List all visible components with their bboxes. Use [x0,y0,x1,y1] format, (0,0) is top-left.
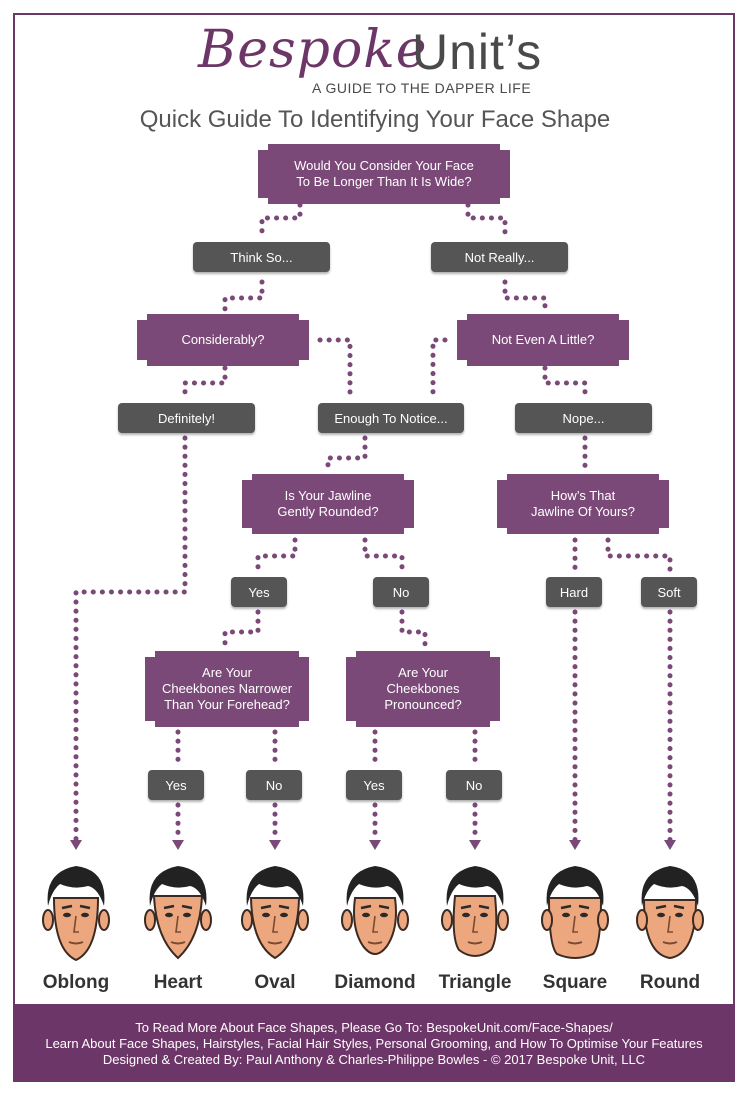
answer-text: Think So... [230,249,293,265]
connector [430,337,448,401]
question-text: Are Your Cheekbones Narrower Than Your F… [161,665,293,712]
answer-text: Hard [559,584,589,600]
arrow-icon [369,840,381,850]
arrow-icon [269,840,281,850]
question-jawline-rounded: Is Your Jawline Gently Rounded? [242,474,414,534]
arrow-icon [664,840,676,850]
arrow-icon [70,840,82,850]
answer-no-pronounced: No [446,770,502,800]
answer-text: No [465,777,483,793]
connector [362,537,405,573]
arrow-icon [469,840,481,850]
answer-text: Nope... [562,410,605,426]
face-oblong-icon [40,858,112,968]
answer-yes-pronounced: Yes [346,770,402,800]
connector [222,279,265,315]
question-not-even-a-little: Not Even A Little? [457,314,629,366]
face-round-icon [634,858,706,968]
answer-text: Definitely! [157,410,216,426]
footer-line-2: Learn About Face Shapes, Hairstyles, Fac… [45,1036,703,1051]
logo-sans: Unit’s [412,24,543,80]
face-oval-icon [239,858,311,968]
answer-text: Yes [248,584,270,600]
face-heart-icon [142,858,214,968]
question-text: How’s That Jawline Of Yours? [530,488,636,519]
answer-text: Not Really... [464,249,535,265]
answer-definitely: Definitely! [118,403,255,433]
face-label-square: Square [542,972,608,993]
logo-script: Bespoke [198,20,428,80]
answer-text: Enough To Notice... [334,410,448,426]
footer-line-1: To Read More About Face Shapes, Please G… [135,1020,613,1035]
answer-text: Soft [657,584,681,600]
face-square-icon [539,858,611,968]
answer-hard: Hard [546,577,602,607]
answer-think-so: Think So... [193,242,330,272]
question-longer-than-wide: Would You Consider Your Face To Be Longe… [258,144,510,204]
connector [222,609,261,648]
connector [73,435,188,843]
question-text: Not Even A Little? [491,332,595,347]
face-label-triangle: Triangle [438,972,512,993]
arrow-icon [569,840,581,850]
connector [255,537,298,573]
tagline: A GUIDE TO THE DAPPER LIFE [312,80,532,96]
answer-text: No [392,584,410,600]
answer-no-jawline: No [373,577,429,607]
face-triangle-icon [439,858,511,968]
face-label-heart: Heart [153,972,203,993]
question-text: Is Your Jawline Gently Rounded? [277,488,379,519]
connector [317,337,353,401]
question-considerably: Considerably? [137,314,309,366]
answer-soft: Soft [641,577,697,607]
answer-not-really: Not Really... [431,242,568,272]
page-title: Quick Guide To Identifying Your Face Sha… [139,106,611,133]
question-cheekbones-narrower: Are Your Cheekbones Narrower Than Your F… [145,651,309,727]
connector [399,609,428,648]
answer-yes-jawline: Yes [231,577,287,607]
connector [182,365,228,401]
question-cheekbones-pronounced: Are Your Cheekbones Pronounced? [346,651,500,727]
footer: To Read More About Face Shapes, Please G… [13,1004,735,1082]
question-text: Considerably? [181,332,265,347]
question-jawline-yours: How’s That Jawline Of Yours? [497,474,669,534]
footer-line-3: Designed & Created By: Paul Anthony & Ch… [102,1052,646,1067]
answer-text: Yes [363,777,385,793]
face-diamond-icon [339,858,411,968]
connector [502,279,548,315]
answer-enough-to-notice: Enough To Notice... [318,403,464,433]
connector [605,537,673,573]
connector [465,202,508,239]
face-label-oblong: Oblong [42,972,110,993]
connector [542,365,588,401]
answer-text: Yes [165,777,187,793]
connector [325,435,368,473]
answer-yes-narrower: Yes [148,770,204,800]
question-text: Would You Consider Your Face To Be Longe… [294,158,474,189]
question-text: Are Your Cheekbones Pronounced? [384,665,462,712]
face-label-round: Round [639,972,701,993]
face-label-diamond: Diamond [334,972,416,993]
answer-no-narrower: No [246,770,302,800]
connector [259,202,303,239]
answer-nope: Nope... [515,403,652,433]
answer-text: No [265,777,283,793]
face-label-oval: Oval [254,972,296,993]
arrow-icon [172,840,184,850]
